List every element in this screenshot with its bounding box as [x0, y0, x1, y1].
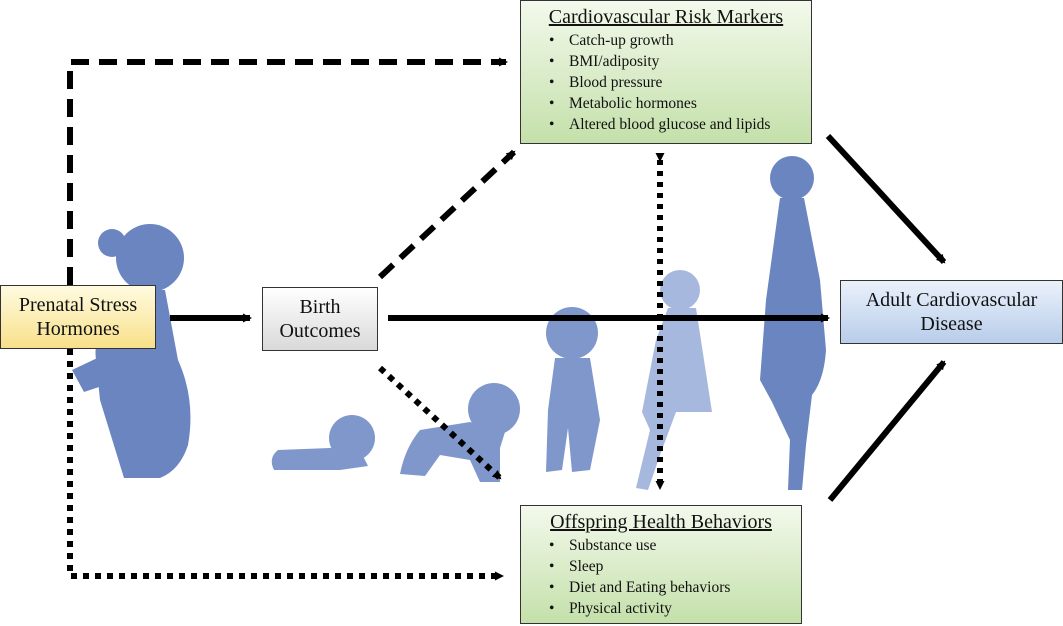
birth-outcomes-box: Birth Outcomes — [262, 287, 378, 351]
arrow-behaviors-to-adult — [827, 360, 947, 502]
list-item: Sleep — [549, 556, 789, 577]
child-silhouette — [636, 270, 712, 490]
arrow-prenatal-to-markers — [67, 57, 508, 285]
arrow-birth-to-markers — [377, 149, 517, 280]
birth-line2: Outcomes — [279, 320, 361, 342]
toddler-silhouette — [546, 307, 600, 472]
pregnant-woman-silhouette — [72, 224, 191, 478]
woman-silhouette — [760, 156, 826, 490]
cvd-markers-title: Cardiovascular Risk Markers — [548, 6, 784, 28]
adult-cardiovascular-disease-box: Adult Cardiovascular Disease — [840, 280, 1063, 344]
arrow-markers-to-adult — [825, 133, 947, 265]
prenatal-line2: Hormones — [36, 318, 120, 340]
list-item: Catch-up growth — [549, 30, 799, 51]
prenatal-line1: Prenatal Stress — [18, 294, 138, 316]
prenatal-stress-hormones-box: Prenatal Stress Hormones — [0, 285, 156, 349]
cvd-markers-list: Catch-up growth BMI/adiposity Blood pres… — [533, 30, 799, 135]
arrows — [67, 57, 947, 581]
list-item: Physical activity — [549, 598, 789, 619]
crawling-baby-silhouette — [400, 383, 520, 482]
list-item: Substance use — [549, 535, 789, 556]
list-item: Diet and Eating behaviors — [549, 577, 789, 598]
infant-lying-silhouette — [271, 415, 375, 470]
adult-line1: Adult Cardiovascular — [865, 289, 1038, 311]
adult-line2: Disease — [920, 313, 983, 335]
behaviors-title: Offspring Health Behaviors — [550, 511, 772, 533]
silhouettes — [72, 156, 826, 490]
list-item: Blood pressure — [549, 72, 799, 93]
offspring-health-behaviors-box: Offspring Health Behaviors Substance use… — [520, 505, 802, 624]
cardiovascular-risk-markers-box: Cardiovascular Risk Markers Catch-up gro… — [520, 0, 812, 144]
arrow-prenatal-to-behaviors — [67, 349, 504, 581]
arrow-birth-to-behaviors — [377, 365, 503, 481]
list-item: BMI/adiposity — [549, 51, 799, 72]
list-item: Metabolic hormones — [549, 93, 799, 114]
behaviors-list: Substance use Sleep Diet and Eating beha… — [533, 535, 789, 619]
birth-line1: Birth — [299, 296, 341, 318]
list-item: Altered blood glucose and lipids — [549, 114, 799, 135]
